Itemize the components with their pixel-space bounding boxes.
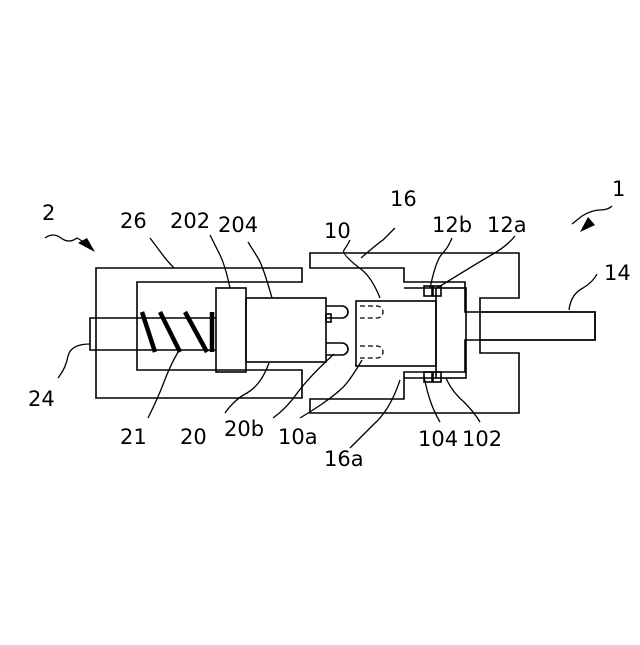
body-204 <box>246 298 326 362</box>
label-16: 16 <box>390 187 417 211</box>
label-20: 20 <box>180 425 207 449</box>
seal-12a-bottom <box>433 372 441 382</box>
body-10 <box>356 301 436 366</box>
label-16a: 16a <box>324 447 364 471</box>
label-1: 1 <box>612 177 625 201</box>
label-14: 14 <box>604 261 631 285</box>
label-26: 26 <box>120 209 147 233</box>
arrow-1 <box>580 217 595 232</box>
label-204: 204 <box>218 213 258 237</box>
flange-202 <box>216 288 246 372</box>
label-20b: 20b <box>224 417 264 441</box>
label-10: 10 <box>324 219 351 243</box>
pin-upper <box>326 306 348 318</box>
recess-10a <box>360 306 383 358</box>
label-2: 2 <box>42 201 55 225</box>
pin-lower-20b <box>326 343 348 355</box>
label-12a: 12a <box>487 213 527 237</box>
label-102: 102 <box>462 427 502 451</box>
shaft-14 <box>480 312 595 340</box>
label-21: 21 <box>120 425 147 449</box>
label-24: 24 <box>28 387 55 411</box>
label-104: 104 <box>418 427 458 451</box>
label-12b: 12b <box>432 213 472 237</box>
label-202: 202 <box>170 209 210 233</box>
reference-labels: 2 26 202 204 24 21 20 20b 10a 10 16 12b … <box>28 177 631 471</box>
flange-102 <box>436 288 466 378</box>
label-10a: 10a <box>278 425 318 449</box>
